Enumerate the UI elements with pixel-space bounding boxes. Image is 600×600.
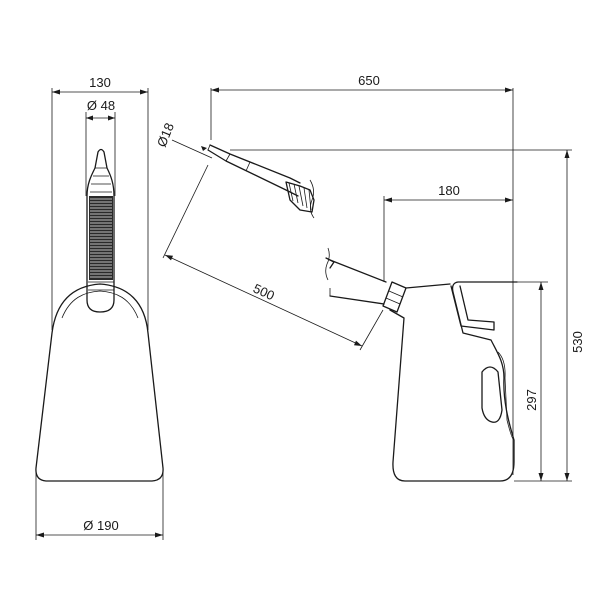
side-spout-break <box>309 179 315 219</box>
side-handle-grip <box>481 366 503 423</box>
side-spout-thread-ribs <box>288 182 312 211</box>
side-spout-thread <box>285 181 315 213</box>
front-collar <box>61 290 139 319</box>
dim-650-arrow-left <box>211 87 219 93</box>
dim-130-label: 130 <box>89 75 111 90</box>
dim-500-ext-top <box>162 164 209 259</box>
dim-190-arrow-left <box>36 532 44 538</box>
side-spout-long <box>207 144 301 197</box>
dim-530-arrow-top <box>564 150 570 158</box>
dim-500-line <box>164 254 363 347</box>
dim-530-label: 530 <box>570 331 585 353</box>
dim-130-arrow-right <box>140 89 148 95</box>
dim-530-arrow-bottom <box>564 473 570 481</box>
front-spout-tip <box>90 167 112 193</box>
dim-500-ext-bottom <box>359 309 384 351</box>
front-hose-ribs <box>90 198 112 278</box>
dim-500-label: 500 <box>251 281 277 304</box>
dim-18-line <box>171 139 213 159</box>
dim-180-label: 180 <box>438 183 460 198</box>
dim-180-arrow-right <box>505 197 513 203</box>
dim-130-arrow-left <box>52 89 60 95</box>
dim-650-arrow-right <box>505 87 513 93</box>
side-handle-bracket <box>450 285 495 331</box>
dim-297-arrow-bottom <box>538 473 544 481</box>
front-hose-collar <box>88 281 114 291</box>
dim-190-arrow-right <box>155 532 163 538</box>
dim-500-arrow-top <box>165 255 173 261</box>
side-view: 650 180 Ø18 500 530 297 <box>154 73 585 482</box>
side-cap-ribs <box>385 290 404 305</box>
front-view: 130 Ø 48 Ø 190 <box>35 75 164 540</box>
front-body-outline <box>35 283 164 482</box>
side-spout-stub-end <box>325 257 335 269</box>
dim-48-label: Ø 48 <box>87 98 115 113</box>
dim-180-arrow-left <box>384 197 392 203</box>
dim-650-label: 650 <box>358 73 380 88</box>
side-spout-stub <box>329 259 387 305</box>
dim-500-arrow-bottom <box>354 340 362 346</box>
dim-18-arrow <box>201 146 207 151</box>
side-spout-stub-break <box>325 247 331 296</box>
dim-297-label: 297 <box>524 389 539 411</box>
dim-48-arrow-right <box>108 115 115 121</box>
dim-18-label: Ø18 <box>154 121 177 149</box>
side-body-outline <box>389 281 518 482</box>
dim-190-label: Ø 190 <box>83 518 118 533</box>
side-spout-tip <box>207 144 251 172</box>
side-body-edge <box>497 351 515 441</box>
dim-48-arrow-left <box>86 115 93 121</box>
side-handle-top <box>405 283 451 289</box>
dim-297-arrow-top <box>538 282 544 290</box>
front-spout-outline <box>86 148 115 313</box>
